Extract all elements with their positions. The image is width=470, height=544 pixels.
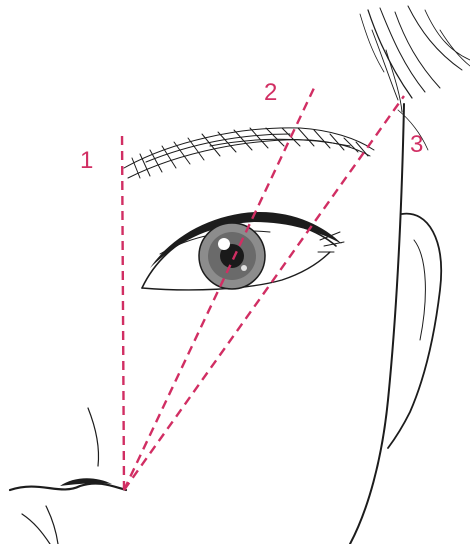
- eye: [142, 212, 344, 290]
- guide-lines: 1 2 3: [80, 79, 423, 490]
- hair: [360, 6, 470, 150]
- ear-inner: [414, 240, 425, 340]
- eyebrow: [124, 128, 374, 178]
- guide-line-3: [124, 96, 404, 490]
- guide-label-2: 2: [264, 79, 277, 106]
- face-contour: [350, 104, 404, 544]
- guide-line-1: [122, 130, 124, 490]
- ear: [388, 214, 441, 448]
- nose: [10, 408, 126, 544]
- guide-label-1: 1: [80, 147, 93, 174]
- guide-label-3: 3: [410, 131, 423, 158]
